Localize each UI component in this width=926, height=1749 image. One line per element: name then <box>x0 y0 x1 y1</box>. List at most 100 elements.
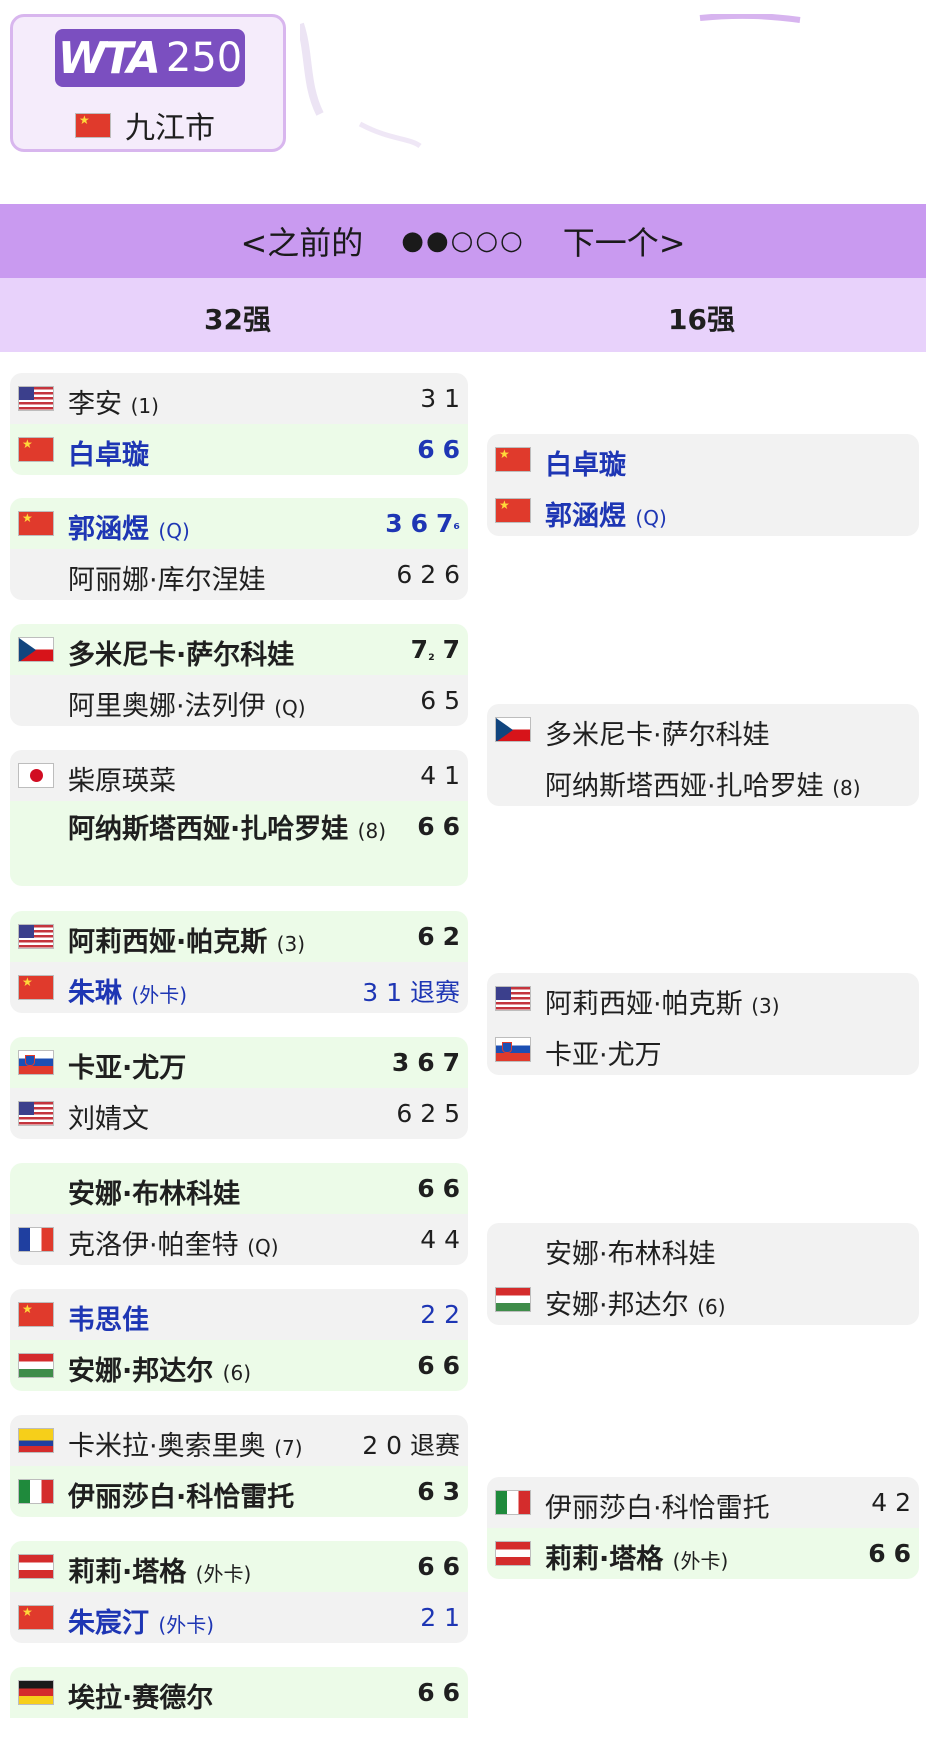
player-name[interactable]: 白卓璇 <box>545 443 626 482</box>
player-row[interactable]: 李安 (1)3 1 <box>10 373 468 424</box>
player-name[interactable]: 多米尼卡·萨尔科娃 <box>68 633 294 672</box>
player-name[interactable]: 伊丽莎白·科恰雷托 <box>68 1475 294 1514</box>
player-name-text: 卡米拉·奥索里奥 <box>68 1431 266 1462</box>
player-score: 4 4 <box>420 1225 460 1254</box>
player-name[interactable]: 安娜·邦达尔 (6) <box>68 1349 251 1388</box>
player-name[interactable]: 伊丽莎白·科恰雷托 <box>545 1486 770 1525</box>
player-row[interactable]: 朱宸汀 (外卡) 2 1 <box>10 1592 468 1643</box>
player-name-text: 卡亚·尤万 <box>68 1053 187 1084</box>
round16-match[interactable]: 阿莉西娅·帕克斯 (3) 卡亚·尤万 <box>487 973 919 1075</box>
player-name[interactable]: 阿纳斯塔西娅·扎哈罗娃 (8) <box>68 810 398 851</box>
player-row[interactable]: 阿莉西娅·帕克斯 (3) <box>487 973 919 1024</box>
round32-match[interactable]: 李安 (1)3 1白卓璇6 6 <box>10 373 468 475</box>
player-name[interactable]: 郭涵煜 (Q) <box>68 507 190 546</box>
player-name[interactable]: 朱琳 (外卡) <box>68 971 187 1010</box>
player-row[interactable]: 阿纳斯塔西娅·扎哈罗娃 (8)6 6 <box>10 801 468 886</box>
player-name[interactable]: 多米尼卡·萨尔科娃 <box>545 713 770 752</box>
player-score: 6 3 <box>417 1477 460 1506</box>
player-name[interactable]: 安娜·布林科娃 <box>545 1232 716 1271</box>
us-flag-icon <box>495 986 531 1011</box>
player-name[interactable]: 克洛伊·帕奎特 (Q) <box>68 1223 279 1262</box>
player-row[interactable]: 安娜·邦达尔 (6) <box>487 1274 919 1325</box>
round32-match[interactable]: 柴原瑛菜 4 1 阿纳斯塔西娅·扎哈罗娃 (8)6 6 <box>10 750 468 886</box>
player-row[interactable]: 阿莉西娅·帕克斯 (3)6 2 <box>10 911 468 962</box>
player-name[interactable]: 卡亚·尤万 <box>68 1046 186 1085</box>
previous-button[interactable]: <之前的 <box>240 224 364 262</box>
player-row[interactable]: 白卓璇 <box>487 434 919 485</box>
player-row[interactable]: 柴原瑛菜 4 1 <box>10 750 468 801</box>
player-seed: (外卡) <box>158 1613 215 1637</box>
player-row[interactable]: 多米尼卡·萨尔科娃 <box>487 704 919 755</box>
player-name[interactable]: 安娜·布林科娃 <box>68 1172 240 1211</box>
player-name[interactable]: 刘婧文 <box>68 1097 149 1136</box>
player-seed: (Q) <box>274 696 306 720</box>
round32-match[interactable]: 莉莉·塔格 (外卡)6 6 朱宸汀 (外卡) 2 1 <box>10 1541 468 1643</box>
player-name[interactable]: 朱宸汀 (外卡) <box>68 1601 214 1640</box>
player-seed: (1) <box>130 394 159 418</box>
player-score: 4 1 <box>420 761 460 790</box>
player-name-text: 安娜·邦达尔 <box>545 1290 689 1321</box>
round16-match[interactable]: 多米尼卡·萨尔科娃阿纳斯塔西娅·扎哈罗娃 (8) <box>487 704 919 806</box>
player-name[interactable]: 李安 (1) <box>68 382 159 421</box>
player-seed: (外卡) <box>131 983 188 1007</box>
no-flag-icon <box>18 688 54 713</box>
player-name[interactable]: 阿里奥娜·法列伊 (Q) <box>68 684 306 723</box>
cn-flag-icon <box>18 1302 54 1327</box>
player-name[interactable]: 阿莉西娅·帕克斯 (3) <box>68 920 305 959</box>
player-row[interactable]: 阿纳斯塔西娅·扎哈罗娃 (8) <box>487 755 919 806</box>
player-name[interactable]: 卡亚·尤万 <box>545 1033 662 1072</box>
page-indicator-dots[interactable]: ●●○○○ <box>401 226 525 256</box>
player-row[interactable]: 卡米拉·奥索里奥 (7)2 0 退赛 <box>10 1415 468 1466</box>
player-row[interactable]: 卡亚·尤万 <box>487 1024 919 1075</box>
player-name[interactable]: 阿纳斯塔西娅·扎哈罗娃 (8) <box>545 764 861 803</box>
player-row[interactable]: 克洛伊·帕奎特 (Q) 4 4 <box>10 1214 468 1265</box>
player-row[interactable]: 阿里奥娜·法列伊 (Q)6 5 <box>10 675 468 726</box>
next-button[interactable]: 下一个> <box>562 224 686 262</box>
player-name[interactable]: 柴原瑛菜 <box>68 759 176 798</box>
round16-match[interactable]: 安娜·布林科娃安娜·邦达尔 (6) <box>487 1223 919 1325</box>
player-name-text: 安娜·布林科娃 <box>545 1239 716 1270</box>
player-name[interactable]: 莉莉·塔格 (外卡) <box>68 1550 251 1589</box>
player-row[interactable]: 朱琳 (外卡)3 1 退赛 <box>10 962 468 1013</box>
player-name[interactable]: 卡米拉·奥索里奥 (7) <box>68 1424 303 1463</box>
player-row[interactable]: 郭涵煜 (Q) <box>487 485 919 536</box>
player-name[interactable]: 郭涵煜 (Q) <box>545 494 667 533</box>
player-name-text: 阿丽娜·库尔涅娃 <box>68 565 266 596</box>
player-seed: (Q) <box>247 1235 279 1259</box>
player-name[interactable]: 莉莉·塔格 (外卡) <box>545 1537 728 1576</box>
player-row[interactable]: 莉莉·塔格 (外卡)6 6 <box>487 1528 919 1579</box>
player-row[interactable]: 莉莉·塔格 (外卡)6 6 <box>10 1541 468 1592</box>
player-name[interactable]: 阿丽娜·库尔涅娃 <box>68 558 266 597</box>
player-name[interactable]: 白卓璇 <box>68 433 149 472</box>
round16-match[interactable]: 白卓璇郭涵煜 (Q) <box>487 434 919 536</box>
round32-match[interactable]: 阿莉西娅·帕克斯 (3)6 2朱琳 (外卡)3 1 退赛 <box>10 911 468 1013</box>
player-name[interactable]: 埃拉·赛德尔 <box>68 1676 213 1715</box>
player-row[interactable]: 郭涵煜 (Q)3 6 7⁶ <box>10 498 468 549</box>
player-row[interactable]: 安娜·邦达尔 (6)6 6 <box>10 1340 468 1391</box>
player-seed: (3) <box>276 932 306 956</box>
cn-flag-icon <box>18 511 54 536</box>
player-row[interactable]: 伊丽莎白·科恰雷托 6 3 <box>10 1466 468 1517</box>
player-name[interactable]: 韦思佳 <box>68 1298 149 1337</box>
player-name[interactable]: 安娜·邦达尔 (6) <box>545 1283 726 1322</box>
round32-match[interactable]: 卡米拉·奥索里奥 (7)2 0 退赛伊丽莎白·科恰雷托 6 3 <box>10 1415 468 1517</box>
player-score: 2 1 <box>420 1603 460 1632</box>
player-row[interactable]: 安娜·布林科娃 <box>487 1223 919 1274</box>
player-name[interactable]: 阿莉西娅·帕克斯 (3) <box>545 982 780 1021</box>
